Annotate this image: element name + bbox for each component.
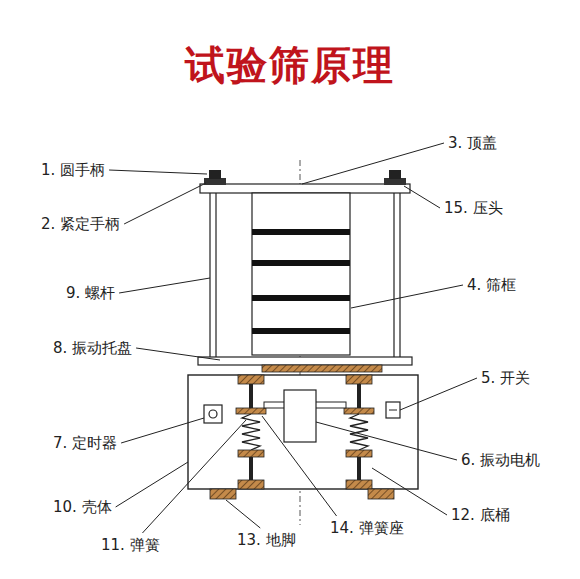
- post: [249, 384, 253, 408]
- leader-line: [121, 418, 204, 443]
- spring-seat: [236, 408, 266, 414]
- spring-seat: [238, 375, 264, 384]
- callout-label: 4. 筛框: [466, 276, 517, 294]
- spring: [242, 414, 260, 450]
- sieve-band: [252, 328, 350, 334]
- leader-line: [404, 186, 440, 208]
- spring-seat: [344, 408, 374, 414]
- leader-line: [119, 278, 210, 293]
- callout-label: 7. 定时器: [52, 434, 118, 452]
- post: [357, 384, 361, 408]
- foot: [368, 489, 394, 499]
- leader-line: [372, 468, 447, 515]
- title: 试验筛原理: [185, 38, 395, 93]
- leader-line: [109, 170, 207, 174]
- sieve-frame: [252, 193, 350, 355]
- round-handle: [389, 170, 401, 179]
- foot: [210, 489, 236, 499]
- bottom-bucket: [238, 480, 264, 489]
- leader-line: [226, 500, 260, 528]
- sieve-band: [252, 229, 350, 235]
- callout-label: 12. 底桶: [450, 506, 511, 524]
- callout-label: 10. 壳体: [52, 498, 113, 516]
- callout-label: 11. 弹簧: [100, 536, 161, 554]
- post: [249, 457, 253, 480]
- screw-rod: [210, 192, 216, 358]
- housing: [188, 375, 418, 489]
- spring-seat: [346, 450, 372, 457]
- callout-label: 9. 螺杆: [65, 284, 116, 302]
- leader-line: [302, 143, 444, 184]
- callout-label: 3. 顶盖: [447, 134, 498, 152]
- sieve-band: [252, 295, 350, 301]
- timer-knob: [209, 410, 217, 418]
- leader-line: [351, 285, 463, 308]
- bottom-bucket: [346, 480, 372, 489]
- tray-base: [262, 365, 382, 372]
- callout-label: 5. 开关: [480, 369, 531, 387]
- callout-label: 2. 紧定手柄: [40, 215, 121, 233]
- tight-handle: [204, 178, 226, 185]
- callout-label: 8. 振动托盘: [52, 339, 133, 357]
- top-cover: [200, 184, 410, 193]
- round-handle: [209, 170, 221, 179]
- sieve-band: [252, 260, 350, 266]
- spring-seat: [346, 375, 372, 384]
- post: [357, 457, 361, 480]
- vibration-motor: [284, 390, 316, 442]
- leader-line: [316, 422, 457, 460]
- timer: [204, 405, 222, 423]
- screw-rod: [394, 192, 400, 358]
- callout-label: 15. 压头: [443, 199, 504, 217]
- leader-line: [142, 420, 246, 533]
- callout-label: 14. 弹簧座: [329, 519, 405, 537]
- vibration-tray: [198, 357, 412, 365]
- leader-line: [124, 183, 206, 224]
- callout-label: 13. 地脚: [236, 531, 297, 549]
- switch-mark: [389, 410, 397, 411]
- spring-seat: [238, 450, 264, 457]
- leader-line: [400, 378, 477, 410]
- switch: [386, 402, 400, 418]
- leader-line: [116, 462, 188, 507]
- press-head: [384, 178, 406, 185]
- callout-label: 6. 振动电机: [460, 451, 541, 469]
- leader-line: [262, 416, 337, 516]
- callout-label: 1. 圆手柄: [40, 161, 106, 179]
- leader-line: [136, 348, 220, 360]
